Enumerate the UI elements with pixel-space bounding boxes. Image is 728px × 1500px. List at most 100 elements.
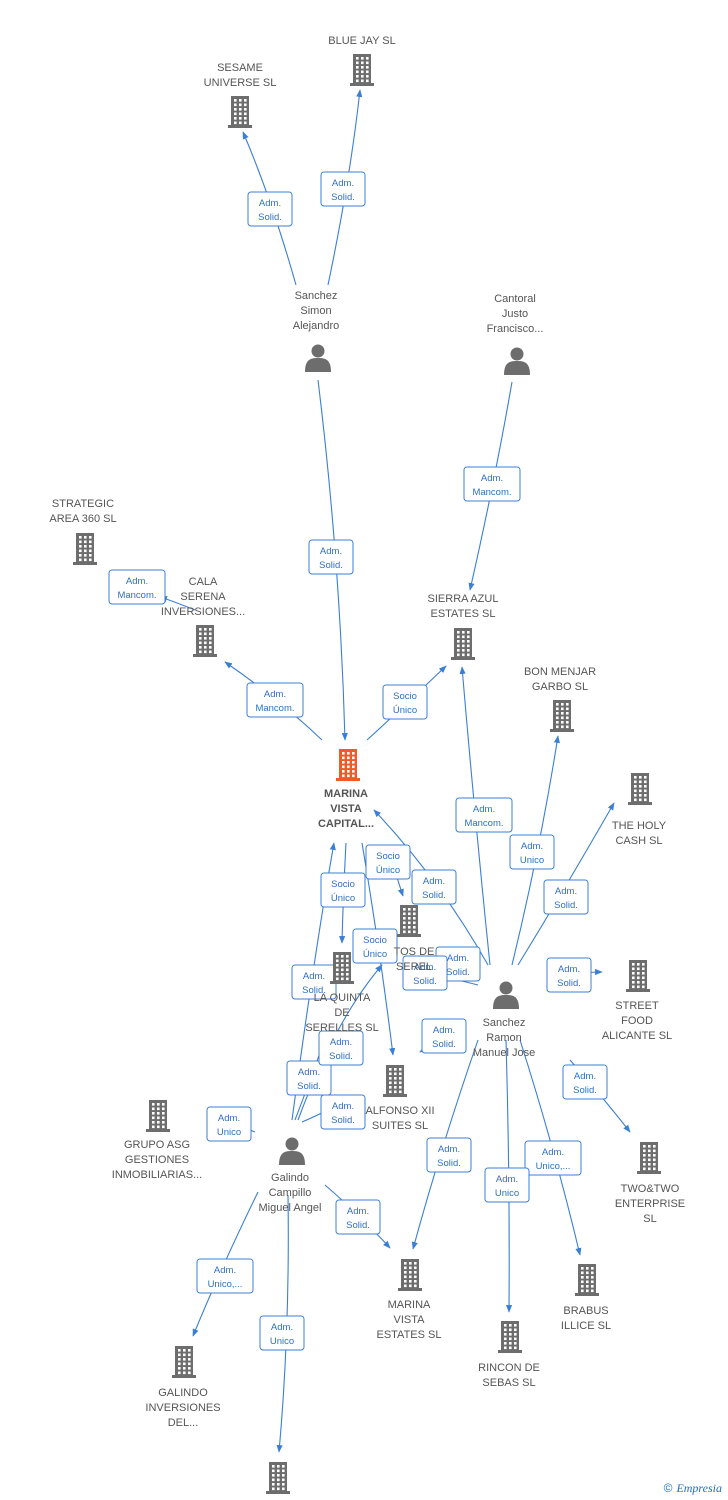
relation-label-text: Adm. [126,576,148,587]
node-label-line: TWO&TWO [621,1183,680,1195]
relation-label-text: Adm. [473,804,495,815]
node-label-line: Alejandro [293,320,339,332]
relation-label-box[interactable]: Adm.Mancom. [108,569,166,605]
building-icon [330,952,354,984]
node-label-line: SEREL [396,961,432,973]
node-label-line: Sanchez [295,290,338,302]
building-icon [397,905,421,937]
relation-label-box[interactable]: Adm.Solid. [320,1094,366,1130]
relation-label-text: Adm. [320,546,342,557]
relation-label-text: Adm. [542,1147,564,1158]
node-label-line: STREET [615,1000,659,1012]
relation-label-text: Único [363,949,387,960]
company-node-grupo-asg[interactable]: GRUPO ASGGESTIONESINMOBILIARIAS... [112,1100,202,1181]
relation-label-box[interactable]: Adm.Solid. [286,1060,332,1096]
relation-label-box[interactable]: Adm.Solid. [320,171,366,207]
relation-label-box[interactable]: Adm.Solid. [411,869,457,905]
node-label-line: ILLICE SL [561,1320,611,1332]
node-label-line: BLUE JAY SL [328,35,395,47]
relation-label-text: Adm. [332,178,354,189]
relation-label-text: Socio [393,691,417,702]
relation-label-box[interactable]: Adm.Solid. [546,957,592,993]
relation-label-text: Solid. [422,890,446,901]
relation-label-box[interactable]: Adm.Solid. [318,1030,364,1066]
company-node-marina-vista-capital[interactable]: MARINAVISTACAPITAL... [318,749,374,830]
relation-label-box[interactable]: Adm.Solid. [247,191,293,227]
relation-label-box[interactable]: Adm.Unico [206,1106,252,1142]
building-icon [383,1065,407,1097]
node-label-line: SIERRA AZUL [428,593,499,605]
relation-label-box[interactable]: Adm.Solid. [335,1199,381,1235]
relation-label-box[interactable]: Adm.Unico,... [196,1258,254,1294]
relation-label-box[interactable]: Adm.Solid. [562,1064,608,1100]
building-icon [228,96,252,128]
company-node-cala-serena[interactable]: CALASERENAINVERSIONES... [161,576,245,657]
relation-label-text: Solid. [557,978,581,989]
building-icon [498,1321,522,1353]
node-label-line: GALINDO [158,1387,208,1399]
relation-label-box[interactable]: Adm.Solid. [308,539,354,575]
relation-label-text: Mancom. [472,487,511,498]
node-label-line: Simon [300,305,331,317]
relation-label-box[interactable]: Adm.Unico [509,834,555,870]
relation-label-box[interactable]: Adm.Unico [259,1315,305,1351]
node-label-line: ESTATES SL [376,1329,441,1341]
node-label-line: BRABUS [563,1305,608,1317]
relation-label-text: Solid. [258,212,282,223]
relation-label-box[interactable]: Adm.Solid. [426,1137,472,1173]
relation-label-box[interactable]: Adm.Mancom. [463,466,521,502]
relation-label-box[interactable]: Adm.Solid. [421,1018,467,1054]
relation-label-box[interactable]: Adm.Unico,... [524,1140,582,1176]
company-node-brabus-illice[interactable]: BRABUS ILLICE SL [561,1264,611,1332]
company-node-galindo-inversiones[interactable]: GALINDOINVERSIONESDEL... [145,1346,221,1429]
relation-label-text: Adm. [521,841,543,852]
brand-name[interactable]: Empresia [676,1481,722,1495]
relation-label-box[interactable]: Adm.Mancom. [455,797,513,833]
building-icon [193,625,217,657]
relation-label-text: Socio [331,879,355,890]
relation-label-text: Adm. [330,1037,352,1048]
relation-label-text: Adm. [433,1025,455,1036]
node-label-line: VISTA [330,803,362,815]
person-node-cantoral[interactable]: CantoralJustoFrancisco... [487,293,544,375]
relation-label-text: Adm. [347,1206,369,1217]
relation-label-text: Solid. [302,985,326,996]
company-node-bottom-company[interactable] [266,1462,290,1494]
company-node-blue-jay[interactable]: BLUE JAY SL [328,35,396,86]
node-label-line: SUITES SL [372,1120,428,1132]
node-label-line: BON MENJAR [524,666,596,678]
node-label-line: ALICANTE SL [602,1030,672,1042]
relation-label-text: Adm. [298,1067,320,1078]
node-label-line: LA QUINTA [314,992,371,1004]
relation-label-box[interactable]: Adm.Solid. [543,879,589,915]
relation-label-text: Adm. [214,1265,236,1276]
node-label-line: CAPITAL... [318,818,374,830]
relation-label-text: Adm. [447,953,469,964]
building-icon [451,628,475,660]
relation-label-text: Único [393,705,417,716]
relation-label-box[interactable]: Adm.Solid. [402,955,448,991]
node-label-line: SERELLES SL [305,1022,378,1034]
relation-label-box[interactable]: Adm.Mancom. [246,682,304,718]
relation-label-box[interactable]: Adm.Unico [484,1167,530,1203]
node-label-line: AREA 360 SL [49,513,116,525]
